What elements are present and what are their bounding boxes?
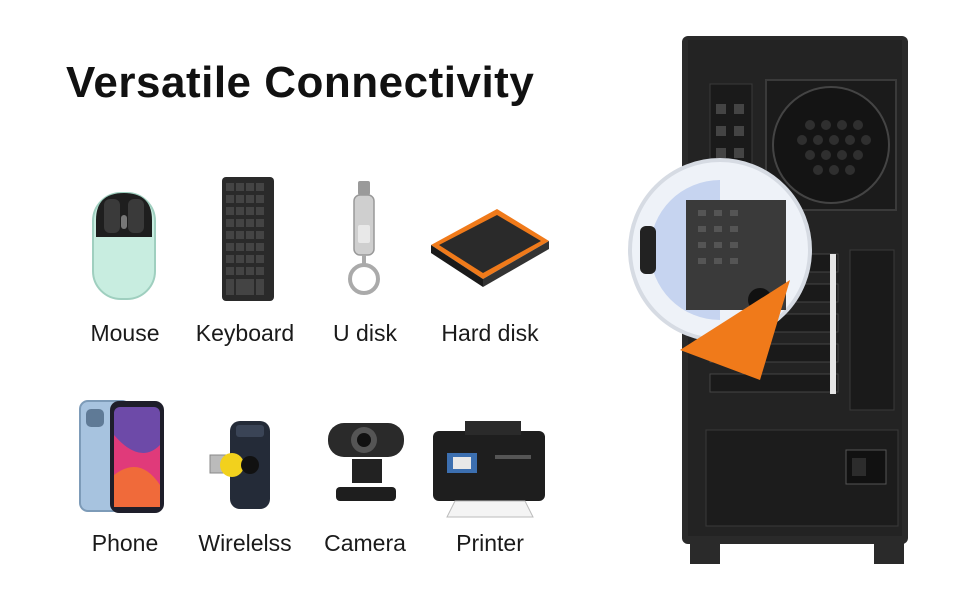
device-label: Keyboard [195, 320, 295, 346]
usb-drive-icon [348, 181, 380, 295]
mouse-icon [92, 192, 156, 300]
pc-tower-image [628, 36, 908, 564]
device-label: Phone [91, 530, 159, 556]
printer-icon [433, 421, 545, 518]
device-label: Printer [456, 530, 524, 556]
keyboard-icon [222, 177, 274, 301]
device-label: Camera [324, 530, 406, 556]
device-label: Wirelelss [198, 530, 292, 556]
hard-disk-icon [431, 209, 549, 287]
wireless-dongle-icon [209, 421, 270, 509]
device-label: Mouse [90, 320, 160, 346]
phone-icon [79, 400, 164, 513]
device-label: Hard disk [441, 320, 539, 346]
device-label: U disk [333, 320, 397, 346]
page-title: Versatile Connectivity [66, 58, 535, 107]
webcam-icon [328, 423, 404, 501]
